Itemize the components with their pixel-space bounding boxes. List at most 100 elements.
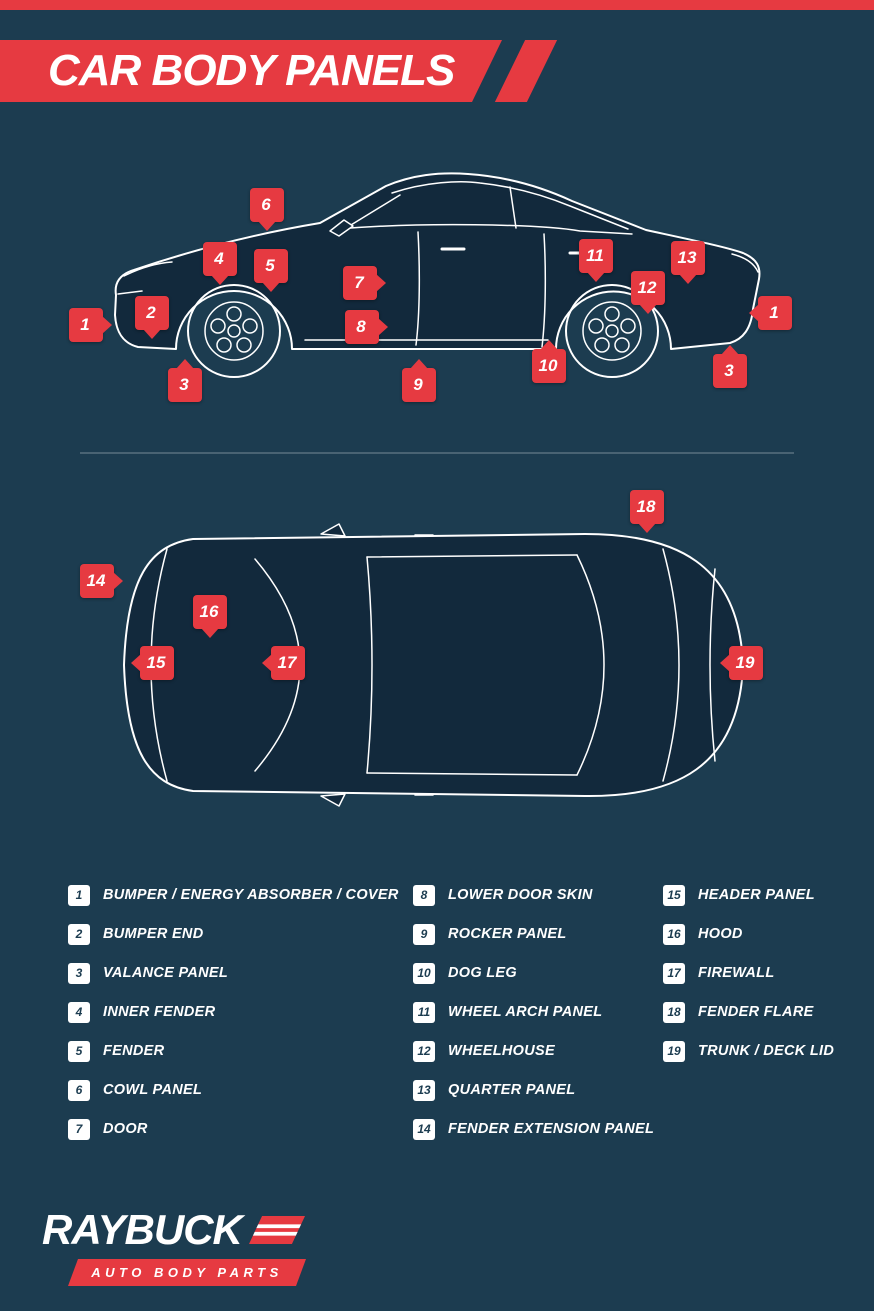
legend-item-label: FENDER EXTENSION PANEL [448, 1121, 655, 1137]
legend-item-label: BUMPER END [103, 926, 204, 942]
marker-9: 9 [402, 368, 436, 402]
legend-item-label: LOWER DOOR SKIN [448, 887, 593, 903]
car-side-view [114, 172, 761, 378]
legend-item-number: 2 [68, 923, 90, 945]
legend-item-label: TRUNK / DECK LID [698, 1043, 835, 1059]
legend-item-label: DOG LEG [448, 965, 517, 981]
marker-18: 18 [630, 490, 664, 524]
legend-item-label: WHEEL ARCH PANEL [448, 1004, 603, 1020]
legend-item-10: 10 DOG LEG [413, 962, 654, 984]
legend-item-5: 5 FENDER [68, 1040, 399, 1062]
marker-17: 17 [271, 646, 305, 680]
legend-item-12: 12 WHEELHOUSE [413, 1040, 654, 1062]
marker-1: 1 [758, 296, 792, 330]
marker-12: 12 [631, 271, 665, 305]
marker-number: 5 [265, 256, 275, 275]
marker-number: 16 [199, 602, 219, 621]
marker-number: 3 [724, 361, 734, 380]
marker-5: 5 [254, 249, 288, 283]
legend-item-16: 16 HOOD [663, 923, 834, 945]
legend-item-number: 16 [663, 923, 685, 945]
marker-number: 1 [769, 303, 779, 322]
marker-14: 14 [80, 564, 114, 598]
legend-item-label: WHEELHOUSE [448, 1043, 555, 1059]
legend-item-number: 13 [413, 1079, 435, 1101]
logo-top-row: RAYBUCK [42, 1206, 306, 1254]
legend-item-19: 19 TRUNK / DECK LID [663, 1040, 834, 1062]
marker-number: 19 [735, 653, 755, 672]
legend-item-4: 4 INNER FENDER [68, 1001, 399, 1023]
page-title: CAR BODY PANELS [48, 46, 455, 95]
logo-tagline-text: AUTO BODY PARTS [91, 1265, 283, 1280]
legend-item-number: 19 [663, 1040, 685, 1062]
marker-number: 10 [538, 356, 558, 375]
marker-number: 13 [677, 248, 697, 267]
marker-2: 2 [135, 296, 169, 330]
legend-item-17: 17 FIREWALL [663, 962, 834, 984]
marker-number: 1 [80, 315, 90, 334]
legend-item-14: 14 FENDER EXTENSION PANEL [413, 1118, 654, 1140]
section-divider [80, 452, 794, 454]
legend-item-number: 4 [68, 1001, 90, 1023]
marker-number: 14 [86, 571, 106, 590]
legend-item-label: FENDER [103, 1043, 165, 1059]
car-top-view [123, 523, 744, 807]
marker-number: 18 [636, 497, 656, 516]
legend-item-number: 9 [413, 923, 435, 945]
marker-11: 11 [579, 239, 613, 273]
marker-4: 4 [203, 242, 237, 276]
marker-number: 17 [277, 653, 297, 672]
marker-number: 11 [586, 246, 604, 265]
marker-number: 4 [214, 249, 224, 268]
legend-item-label: COWL PANEL [103, 1082, 203, 1098]
legend-item-6: 6 COWL PANEL [68, 1079, 399, 1101]
legend-item-label: HOOD [698, 926, 743, 942]
legend-item-label: QUARTER PANEL [448, 1082, 576, 1098]
legend-item-label: ROCKER PANEL [448, 926, 567, 942]
legend-item-label: BUMPER / ENERGY ABSORBER / COVER [103, 887, 399, 903]
logo-flag-icon [248, 1216, 305, 1244]
legend-item-label: HEADER PANEL [698, 887, 815, 903]
marker-number: 7 [354, 273, 364, 292]
marker-19: 19 [729, 646, 763, 680]
legend-item-label: INNER FENDER [103, 1004, 216, 1020]
marker-13: 13 [671, 241, 705, 275]
marker-3: 3 [713, 354, 747, 388]
legend-item-9: 9 ROCKER PANEL [413, 923, 654, 945]
marker-number: 3 [179, 375, 189, 394]
marker-number: 9 [413, 375, 423, 394]
marker-number: 12 [637, 278, 657, 297]
marker-10: 10 [532, 349, 566, 383]
legend-item-number: 18 [663, 1001, 685, 1023]
logo-tagline-bar: AUTO BODY PARTS [68, 1259, 306, 1286]
logo: RAYBUCK AUTO BODY PARTS [42, 1206, 306, 1286]
legend-item-number: 10 [413, 962, 435, 984]
legend-item-number: 5 [68, 1040, 90, 1062]
legend-item-number: 14 [413, 1118, 435, 1140]
legend-item-number: 17 [663, 962, 685, 984]
marker-8: 8 [345, 310, 379, 344]
marker-6: 6 [250, 188, 284, 222]
legend-item-13: 13 QUARTER PANEL [413, 1079, 654, 1101]
legend-item-label: DOOR [103, 1121, 148, 1137]
banner-accent-slice [494, 40, 558, 102]
marker-16: 16 [193, 595, 227, 629]
marker-1: 1 [69, 308, 103, 342]
legend-item-label: VALANCE PANEL [103, 965, 229, 981]
title-banner: CAR BODY PANELS [0, 40, 502, 102]
legend-item-number: 12 [413, 1040, 435, 1062]
legend-item-label: FIREWALL [698, 965, 775, 981]
marker-number: 2 [146, 303, 156, 322]
legend-item-number: 6 [68, 1079, 90, 1101]
logo-brand-text: RAYBUCK [42, 1206, 243, 1253]
